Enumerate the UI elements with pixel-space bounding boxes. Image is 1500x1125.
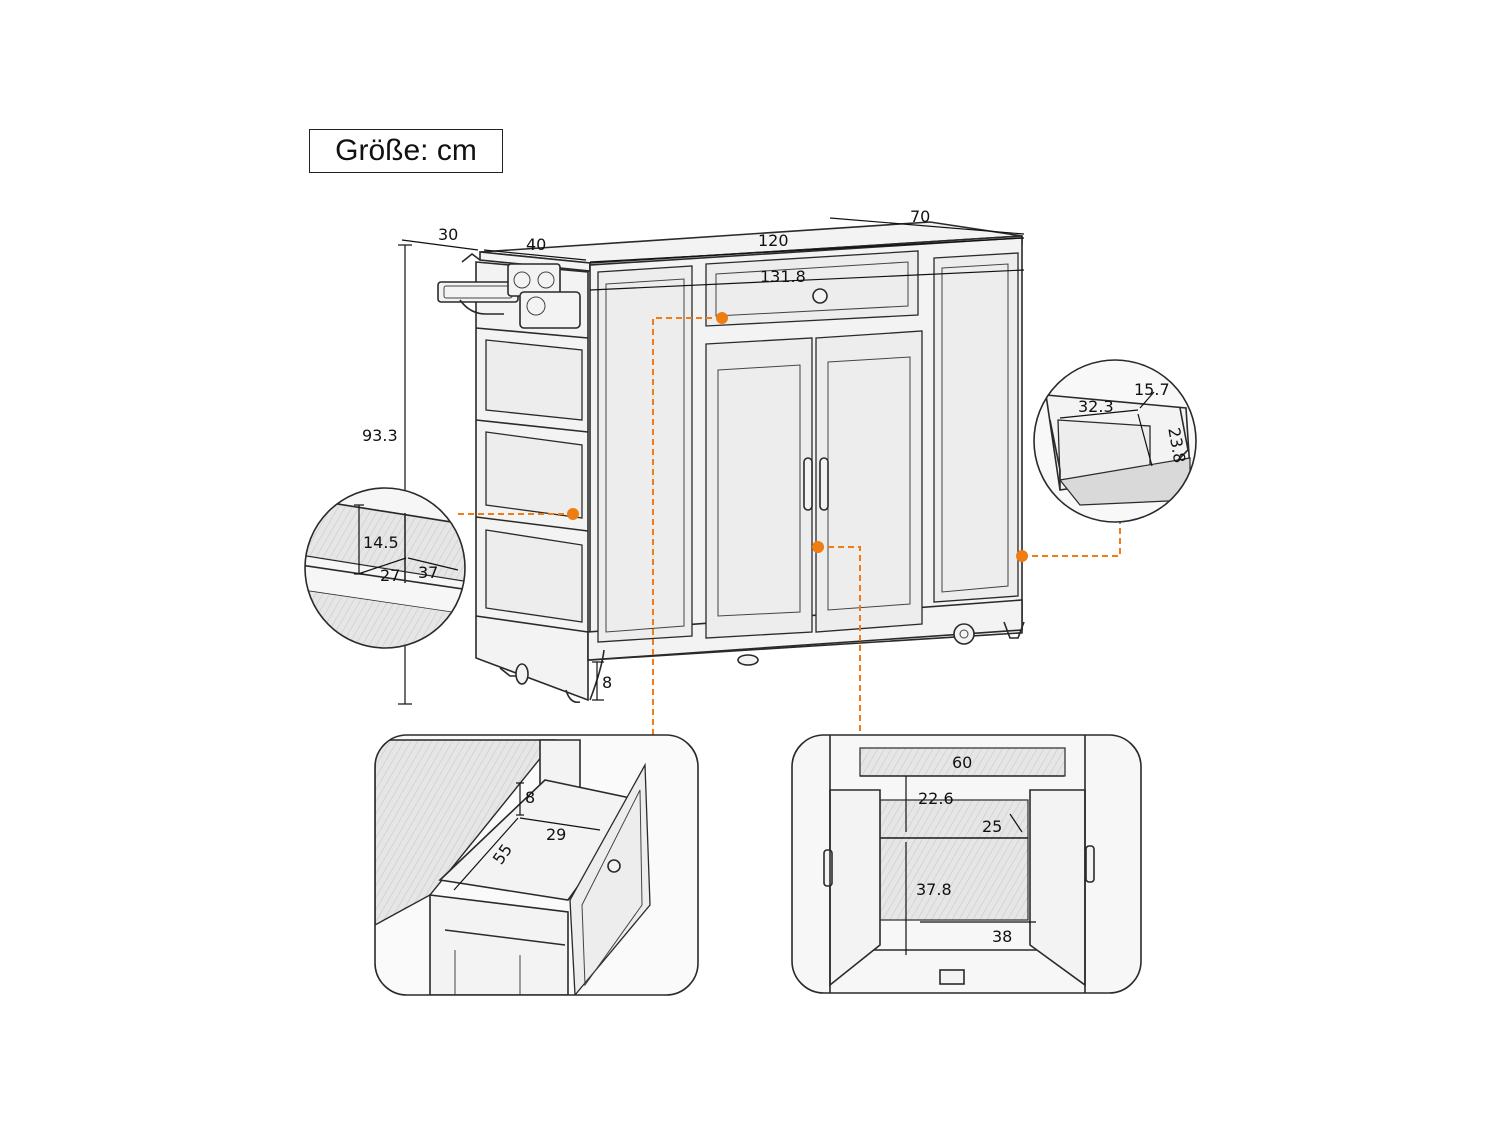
- drawer-height: 8: [525, 788, 535, 807]
- detail-drawer: [374, 734, 699, 996]
- shelf-height: 14.5: [363, 533, 399, 552]
- shelf-width: 37: [418, 563, 438, 582]
- side-cabinet-depth: 15.7: [1134, 380, 1170, 399]
- cabinet-width: 60: [952, 753, 972, 772]
- drawer-callout-dot: [716, 312, 728, 324]
- side-cabinet-callout-dot: [1016, 550, 1028, 562]
- dim-height: 93.3: [362, 426, 398, 445]
- detail-cabinet-interior: [791, 734, 1142, 994]
- dim-depth: 70: [910, 207, 930, 226]
- unit-label: Größe: cm: [335, 134, 477, 167]
- power-socket: [507, 263, 581, 329]
- cabinet-lower-height: 37.8: [916, 880, 952, 899]
- kitchen-island-main: [437, 221, 1025, 704]
- dim-side-depth: 40: [526, 235, 546, 254]
- drawer-knob-icon: [812, 288, 828, 304]
- dim-ground-clearance: 8: [602, 673, 612, 692]
- cabinet-upper-height: 22.6: [918, 789, 954, 808]
- drawer-detail-knob-icon: [607, 859, 621, 873]
- caster-wheel-icon: [953, 623, 975, 645]
- side-shelf-3: [485, 529, 583, 623]
- double-door-right: [815, 330, 923, 633]
- towel-rack: [437, 252, 519, 315]
- detail-side-cabinet: [1033, 359, 1197, 523]
- detail-leaders: [458, 312, 1121, 735]
- shelf-depth: 27: [380, 566, 400, 585]
- dim-width: 120: [758, 231, 789, 250]
- cabinet-door-handle-right-icon: [1085, 845, 1095, 883]
- drawer-width: 29: [546, 825, 566, 844]
- door-handle-left-icon: [803, 457, 813, 511]
- right-door: [933, 252, 1019, 603]
- shelf-callout-dot: [567, 508, 579, 520]
- cabinet-shelf-depth: 25: [982, 817, 1002, 836]
- side-cabinet-width: 32.3: [1078, 397, 1114, 416]
- dim-total-width: 131.8: [760, 267, 806, 286]
- door-handle-right-icon: [819, 457, 829, 511]
- side-shelf-2: [485, 431, 583, 519]
- double-door-left: [705, 337, 813, 639]
- cabinet-callout-dot: [812, 541, 824, 553]
- drawer-front: [705, 250, 919, 327]
- left-door: [597, 265, 693, 643]
- unit-label-box: Größe: cm: [309, 129, 503, 173]
- side-shelf-1: [485, 339, 583, 421]
- dim-dropleaf-depth: 30: [438, 225, 458, 244]
- cabinet-lower-width: 38: [992, 927, 1012, 946]
